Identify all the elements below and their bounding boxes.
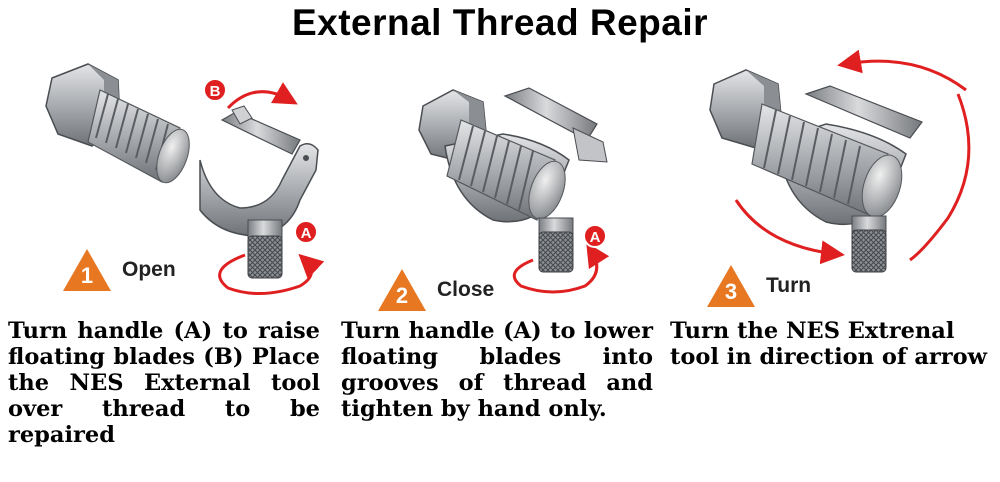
rotate-arrow-icon [512, 242, 610, 294]
step-3-badge: 3 Turn [706, 264, 811, 308]
marker-b: B [203, 78, 227, 102]
step-number: 3 [724, 279, 738, 304]
svg-text:A: A [301, 225, 312, 242]
turn-arrow-right-icon [909, 93, 971, 262]
warning-triangle-icon [707, 265, 755, 307]
open-tool-illustration: B A [45, 63, 325, 296]
marker-a: A [294, 220, 318, 244]
step-3-description: Turn the NES Extrenal tool in direction … [670, 318, 987, 370]
page-title: External Thread Repair [291, 2, 709, 43]
step-2-description: Turn handle (A) to lower floating blades… [341, 318, 653, 422]
tool-body-open [199, 105, 319, 279]
warning-triangle-icon [63, 249, 111, 291]
svg-text:A: A [590, 229, 601, 246]
bolt-icon [446, 119, 566, 221]
close-tool-illustration: A [418, 87, 610, 294]
turn-arrow-bottom-icon [734, 199, 845, 265]
turn-arrow-top-icon [837, 50, 967, 92]
step-number: 2 [395, 283, 409, 308]
raise-arrow-icon [226, 82, 298, 110]
turn-tool-illustration [709, 50, 971, 273]
step-label: Open [122, 258, 176, 281]
step-1-panel: B A 1 Open Turn handle (A) to raise floa… [0, 50, 330, 482]
step-label: Turn [766, 274, 812, 297]
step-3-panel: 3 Turn Turn the NES Extrenal tool in dir… [666, 50, 996, 482]
bolt-icon [751, 103, 903, 218]
rotate-arrow-icon [218, 253, 325, 296]
step-2-panel: A 2 Close Turn handle (A) to lower float… [333, 50, 663, 482]
step-label: Close [437, 278, 495, 301]
step-number: 1 [80, 263, 94, 288]
warning-triangle-icon [378, 269, 426, 311]
step-1-description: Turn handle (A) to raise floating blades… [8, 318, 320, 448]
step-1-badge: 1 Open [62, 248, 176, 292]
step-2-badge: 2 Close [377, 268, 494, 312]
svg-text:B: B [210, 83, 221, 100]
marker-a: A [583, 224, 607, 248]
bolt-icon [87, 89, 190, 184]
